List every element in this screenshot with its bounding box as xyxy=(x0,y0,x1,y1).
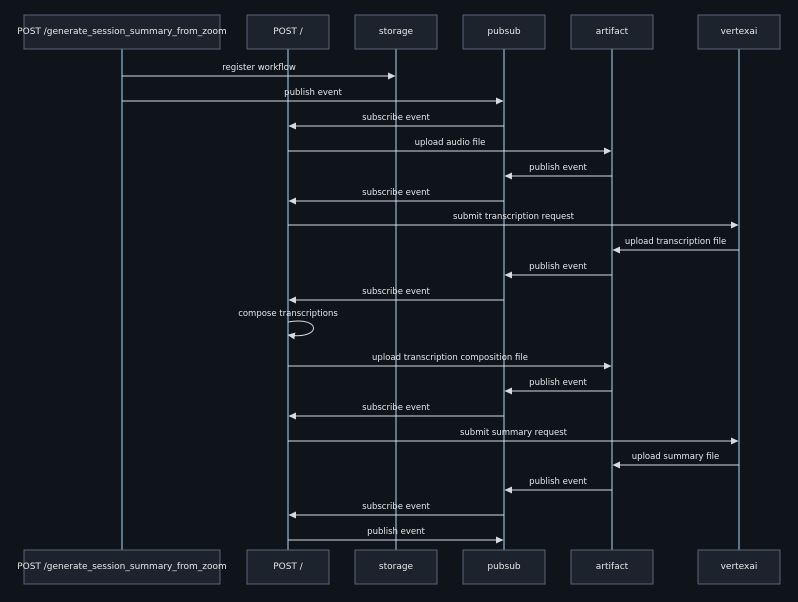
message-3: subscribe event xyxy=(288,113,504,130)
message-label: submit summary request xyxy=(460,428,568,438)
participant-pubsub-top: pubsub xyxy=(462,14,546,50)
message-16: upload summary file xyxy=(612,452,739,469)
message-label: upload transcription file xyxy=(625,237,726,247)
participant-label: pubsub xyxy=(487,562,521,572)
message-19: publish event xyxy=(288,527,504,544)
message-label: publish event xyxy=(529,262,587,272)
message-label: subscribe event xyxy=(362,188,430,198)
participant-vertexai-bottom: vertexai xyxy=(697,549,781,585)
message-15: submit summary request xyxy=(288,428,739,445)
message-label: publish event xyxy=(529,163,587,173)
participant-label: POST / xyxy=(273,562,304,572)
participant-artifact-top: artifact xyxy=(570,14,654,50)
message-label: upload audio file xyxy=(415,138,486,148)
message-label: register workflow xyxy=(222,63,296,73)
participant-post-top: POST / xyxy=(246,14,330,50)
message-label: publish event xyxy=(529,477,587,487)
message-11: compose transcriptions xyxy=(238,309,338,340)
participant-label: POST /generate_session_summary_from_zoom xyxy=(17,562,227,572)
message-label: subscribe event xyxy=(362,113,430,123)
participant-label: pubsub xyxy=(487,27,521,37)
participant-pubsub-bottom: pubsub xyxy=(462,549,546,585)
message-14: subscribe event xyxy=(288,403,504,420)
participant-label: artifact xyxy=(596,27,629,37)
message-9: publish event xyxy=(504,262,612,279)
participant-post-bottom: POST / xyxy=(246,549,330,585)
participant-label: artifact xyxy=(596,562,629,572)
message-10: subscribe event xyxy=(288,287,504,304)
message-label: subscribe event xyxy=(362,403,430,413)
participant-label: vertexai xyxy=(721,562,758,572)
message-12: upload transcription composition file xyxy=(288,353,612,370)
message-7: submit transcription request xyxy=(288,212,739,229)
message-label: publish event xyxy=(367,527,425,537)
message-label: upload transcription composition file xyxy=(372,353,528,363)
message-17: publish event xyxy=(504,477,612,494)
participant-zoom-top: POST /generate_session_summary_from_zoom xyxy=(17,14,227,50)
message-1: register workflow xyxy=(122,63,396,80)
participant-label: storage xyxy=(379,27,414,37)
message-label: subscribe event xyxy=(362,502,430,512)
message-label: subscribe event xyxy=(362,287,430,297)
message-label: submit transcription request xyxy=(453,212,575,222)
message-label: compose transcriptions xyxy=(238,309,338,319)
message-6: subscribe event xyxy=(288,188,504,205)
message-label: upload summary file xyxy=(632,452,719,462)
participant-artifact-bottom: artifact xyxy=(570,549,654,585)
self-message-arrow xyxy=(287,320,314,340)
participant-label: storage xyxy=(379,562,414,572)
message-label: publish event xyxy=(284,88,342,98)
message-4: upload audio file xyxy=(288,138,612,155)
message-5: publish event xyxy=(504,163,612,180)
participant-storage-bottom: storage xyxy=(354,549,438,585)
message-2: publish event xyxy=(122,88,504,105)
participant-zoom-bottom: POST /generate_session_summary_from_zoom xyxy=(17,549,227,585)
participant-label: POST /generate_session_summary_from_zoom xyxy=(17,27,227,37)
message-18: subscribe event xyxy=(288,502,504,519)
message-label: publish event xyxy=(529,378,587,388)
message-13: publish event xyxy=(504,378,612,395)
participant-label: vertexai xyxy=(721,27,758,37)
participant-label: POST / xyxy=(273,27,304,37)
message-8: upload transcription file xyxy=(612,237,739,254)
participant-vertexai-top: vertexai xyxy=(697,14,781,50)
participant-storage-top: storage xyxy=(354,14,438,50)
